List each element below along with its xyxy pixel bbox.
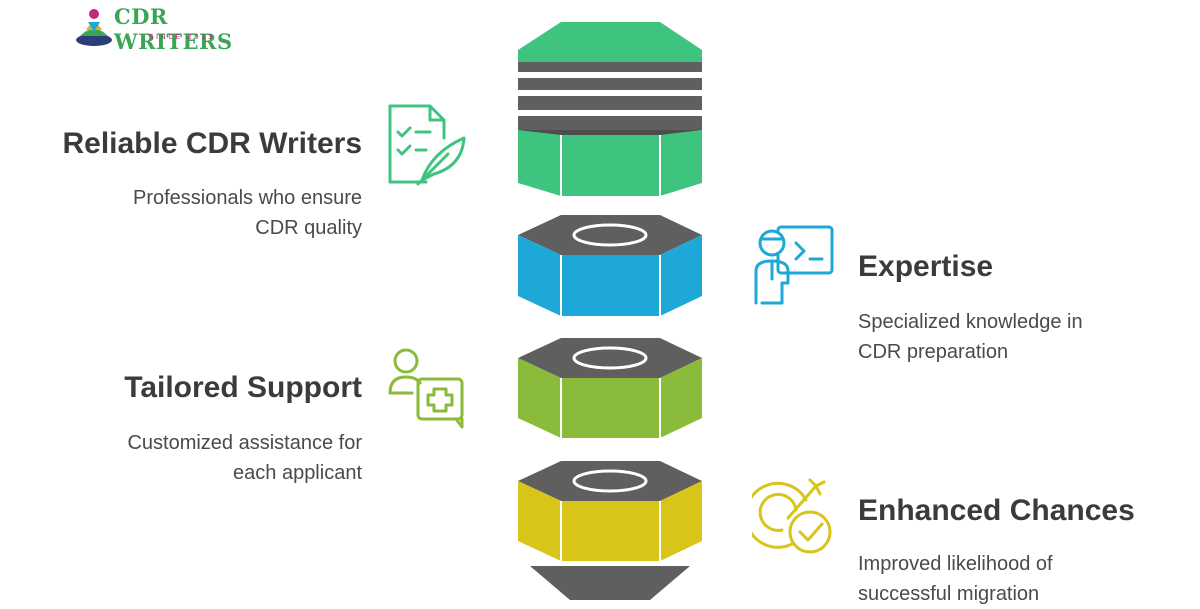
item-desc-tailored-support: Customized assistance for each applicant xyxy=(42,428,362,488)
item-title-reliable-cdr-writers: Reliable CDR Writers xyxy=(62,127,362,160)
desc-line: Improved likelihood of xyxy=(858,553,1053,575)
desc-line: CDR preparation xyxy=(858,341,1009,363)
logo-tagline: SINCE 2013 xyxy=(149,33,216,41)
item-desc-reliable-cdr-writers: Professionals who ensure CDR quality xyxy=(42,183,362,243)
target-check-icon xyxy=(752,478,832,554)
desc-line: each applicant xyxy=(233,462,362,484)
desc-line: successful migration xyxy=(858,583,1040,605)
desc-line: Specialized knowledge in xyxy=(858,311,1083,333)
item-desc-enhanced-chances: Improved likelihood of successful migrat… xyxy=(858,549,1178,609)
item-title-enhanced-chances: Enhanced Chances xyxy=(858,494,1135,527)
segment-tailored-support xyxy=(518,338,702,438)
desc-line: CDR quality xyxy=(255,217,362,239)
checklist-feather-icon xyxy=(388,104,466,186)
item-title-tailored-support: Tailored Support xyxy=(124,371,362,404)
item-desc-expertise: Specialized knowledge in CDR preparation xyxy=(858,307,1178,367)
desc-line: Customized assistance for xyxy=(127,432,362,454)
logo-brand-text: CDR WRITERS xyxy=(114,4,264,54)
segment-reliable-cdr-writers xyxy=(518,22,702,196)
item-title-expertise: Expertise xyxy=(858,250,994,283)
logo-mark-icon xyxy=(76,9,112,46)
expert-presentation-icon xyxy=(754,225,834,305)
segment-expertise xyxy=(518,215,702,316)
desc-line: Professionals who ensure xyxy=(132,187,362,209)
brand-logo[interactable]: CDR WRITERS SINCE 2013 xyxy=(74,2,264,54)
logo-brand-text-part: CDR WRITERS xyxy=(114,4,233,54)
user-support-plus-icon xyxy=(388,348,464,429)
segment-enhanced-chances xyxy=(518,461,702,600)
